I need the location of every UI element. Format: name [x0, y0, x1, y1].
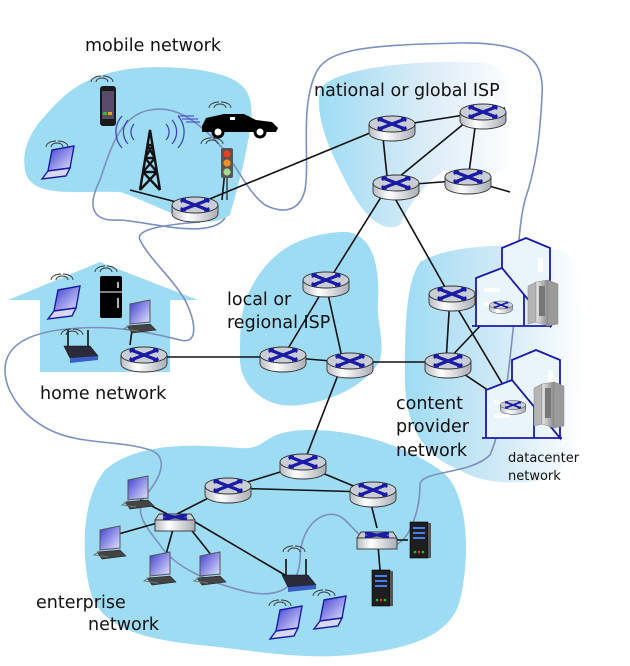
datacenter-router-icon	[499, 399, 527, 416]
server-icon	[409, 521, 432, 559]
refrigerator-icon	[100, 276, 122, 318]
server-rack-icon	[527, 279, 559, 327]
content-provider-label-line1: content	[396, 394, 463, 414]
datacenter-label-line1: datacenter	[508, 451, 580, 466]
content-router-icon	[427, 284, 477, 313]
national-router-icon	[367, 114, 417, 143]
content-provider-label-line2: provider	[396, 417, 470, 437]
server-rack-icon	[533, 381, 565, 429]
home-router-icon	[119, 345, 169, 374]
cell-tower-icon	[115, 115, 185, 191]
enterprise-label-line1: enterprise	[36, 593, 126, 613]
mobile-router-icon	[170, 195, 220, 224]
car-icon	[178, 114, 278, 139]
national-router-icon	[443, 167, 493, 196]
mobile-network-label: mobile network	[85, 36, 222, 56]
national-router-icon	[371, 173, 421, 202]
national-isp-region	[319, 61, 518, 228]
server-icon	[371, 569, 394, 607]
home-network-label: home network	[40, 384, 167, 404]
enterprise-label-line2: network	[88, 615, 160, 635]
enterprise-router-icon	[278, 452, 328, 481]
datacenter-router-icon	[488, 300, 514, 315]
content-router-icon	[423, 351, 473, 380]
datacenter-label-line2: network	[508, 469, 561, 484]
local-isp-label-line2: regional ISP	[227, 313, 330, 333]
enterprise-switch-icon	[153, 512, 197, 533]
enterprise-router-icon	[348, 480, 398, 509]
national-router-icon	[458, 102, 508, 131]
local-router-icon	[258, 345, 308, 374]
national-isp-label: national or global ISP	[314, 81, 500, 101]
enterprise-switch-icon	[355, 530, 399, 551]
isp-boundary-outline	[4, 42, 543, 595]
mobile-network-region	[24, 67, 252, 222]
content-provider-label-line3: network	[396, 441, 468, 461]
local-router-icon	[301, 270, 351, 299]
traffic-light-icon	[221, 148, 233, 200]
local-router-icon	[325, 351, 375, 380]
enterprise-router-icon	[203, 476, 253, 505]
local-isp-label-line1: local or	[227, 290, 292, 310]
smartphone-icon	[100, 86, 116, 126]
